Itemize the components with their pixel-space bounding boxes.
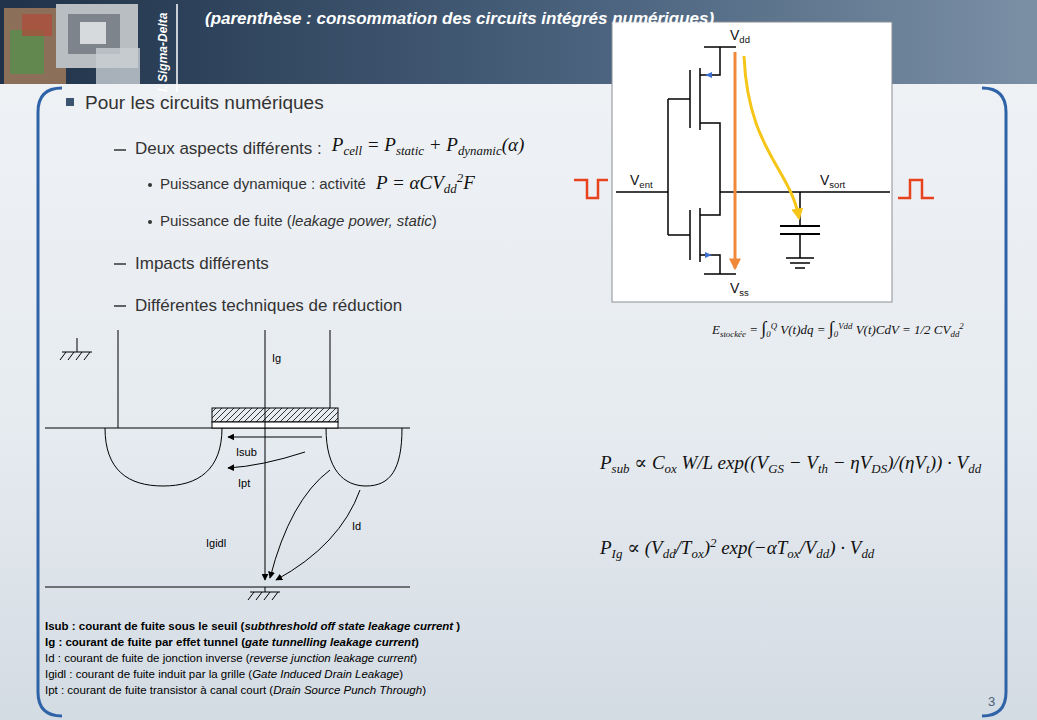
signal-pulse [574, 180, 934, 198]
bullet-text: Pour les circuits numériques [85, 92, 324, 115]
section-tag: I. Sigma-Delta [156, 13, 170, 92]
bullet-marks [114, 263, 126, 265]
transistor-cross-section [76, 352, 82, 360]
transistor-cross-section [212, 408, 338, 422]
transistor-cross-section [45, 330, 410, 600]
cmos-inverter [795, 267, 805, 269]
bullet-marks [114, 305, 126, 307]
transistor-cross-section [105, 428, 222, 486]
transistor-cross-section [84, 352, 90, 360]
formula: Pcell = Pstatic + Pdynamic(α) [332, 134, 524, 158]
cmos-inverter [720, 191, 890, 193]
note-line: Ipt : courant de fuite transistor à cana… [45, 684, 426, 698]
cmos-inverter [612, 22, 892, 302]
formula: Psub ∝ Cox W/L exp((VGS − Vth − ηVDS)/(η… [600, 452, 981, 476]
transistor-cross-section [212, 422, 338, 428]
note-line: Ig : courant de fuite par effet tunnel (… [45, 636, 419, 650]
signal-name: Vent [630, 172, 653, 190]
cmos-inverter [699, 208, 701, 262]
bullet-text: Puissance de fuite (leakage power, stati… [160, 212, 437, 230]
logo-images [80, 22, 106, 44]
transistor-cross-section [326, 428, 402, 486]
bullet-marks [148, 183, 152, 187]
formula: PIg ∝ (Vdd/Tox)2 exp(−αTox/Vdd) · Vdd [600, 535, 874, 561]
transistor-cross-section [330, 330, 331, 408]
signal-name: Vsort [820, 172, 845, 190]
logo-images [96, 48, 140, 84]
cmos-inverter [790, 262, 810, 264]
signal-name: Vdd [730, 27, 750, 45]
cmos-inverter [780, 225, 820, 227]
bullet-text: Deux aspects différents : [135, 139, 322, 159]
cmos-inverter [799, 192, 801, 226]
signal-pulse [574, 180, 608, 198]
cmos-inverter [700, 123, 720, 215]
current-name: Id [352, 520, 361, 533]
formula: P = αCVdd2F [376, 170, 475, 196]
bullet-text: Différentes techniques de réduction [135, 296, 402, 316]
cmos-inverter [612, 22, 892, 302]
transistor-cross-section [60, 352, 66, 360]
transistor-cross-section [118, 330, 119, 428]
cmos-inverter [668, 98, 690, 100]
transistor-cross-section [68, 352, 74, 360]
transistor-cross-section [265, 330, 266, 580]
bullet-marks [66, 98, 152, 306]
cmos-inverter [744, 56, 799, 218]
current-name: Ig [272, 352, 281, 365]
inverter-panel: VddVent VsortVss [612, 22, 892, 302]
transistor-cross-section [272, 592, 278, 600]
logo-images [10, 30, 44, 74]
page-number: 3 [988, 694, 995, 710]
bullet-text: Impacts différents [135, 254, 269, 274]
bullet-marks [66, 98, 74, 106]
bullet-marks [114, 149, 126, 151]
slide-title: (parenthèse : consommation des circuits … [205, 9, 714, 29]
cmos-inverter [700, 47, 720, 75]
transistor-cross-section [248, 592, 254, 600]
cmos-inverter [668, 234, 690, 236]
cmos-inverter [799, 234, 801, 258]
transistor-cross-section [264, 592, 270, 600]
bullet-text: Puissance dynamique : activité [160, 175, 366, 193]
cmos-inverter [704, 273, 736, 275]
transistor-cross-section [256, 592, 262, 600]
note-line: Igidl : courant de fuite induit par la g… [45, 668, 403, 682]
logo-images [4, 4, 140, 84]
cmos-inverter [734, 52, 737, 268]
transistor-cross-section [265, 587, 266, 592]
cmos-inverter [705, 252, 712, 258]
current-name: Isub [236, 446, 257, 459]
cmos-inverter [699, 68, 701, 130]
signal-pulse [898, 180, 934, 198]
transistor-cross-section [45, 587, 410, 588]
transistor-cross-section [77, 338, 78, 352]
current-name: Ipt [238, 477, 250, 490]
cmos-inverter [704, 46, 736, 48]
logo-images [22, 14, 52, 36]
formula: Estockée = ∫0Q V(t)dq = ∫0Vdd V(t)CdV = … [712, 318, 964, 340]
note-line: Isub : courant de fuite sous le seuil (s… [45, 620, 460, 634]
current-name: Igidl [206, 537, 226, 550]
transistor-cross-section [276, 490, 360, 580]
bullet-marks [148, 220, 152, 224]
cmos-inverter [667, 99, 669, 235]
cmos-inverter [616, 47, 890, 274]
cmos-inverter [616, 191, 668, 193]
signal-name: Vss [730, 280, 749, 298]
cmos-inverter [700, 255, 720, 274]
cmos-inverter [786, 257, 814, 259]
transistor-cross-section [228, 437, 322, 438]
transistor-cross-section [270, 470, 330, 578]
note-line: Id : courant de fuite de jonction invers… [45, 652, 417, 666]
cmos-inverter [705, 72, 712, 78]
frame-bracket [982, 88, 1006, 716]
header-divider [176, 4, 178, 92]
